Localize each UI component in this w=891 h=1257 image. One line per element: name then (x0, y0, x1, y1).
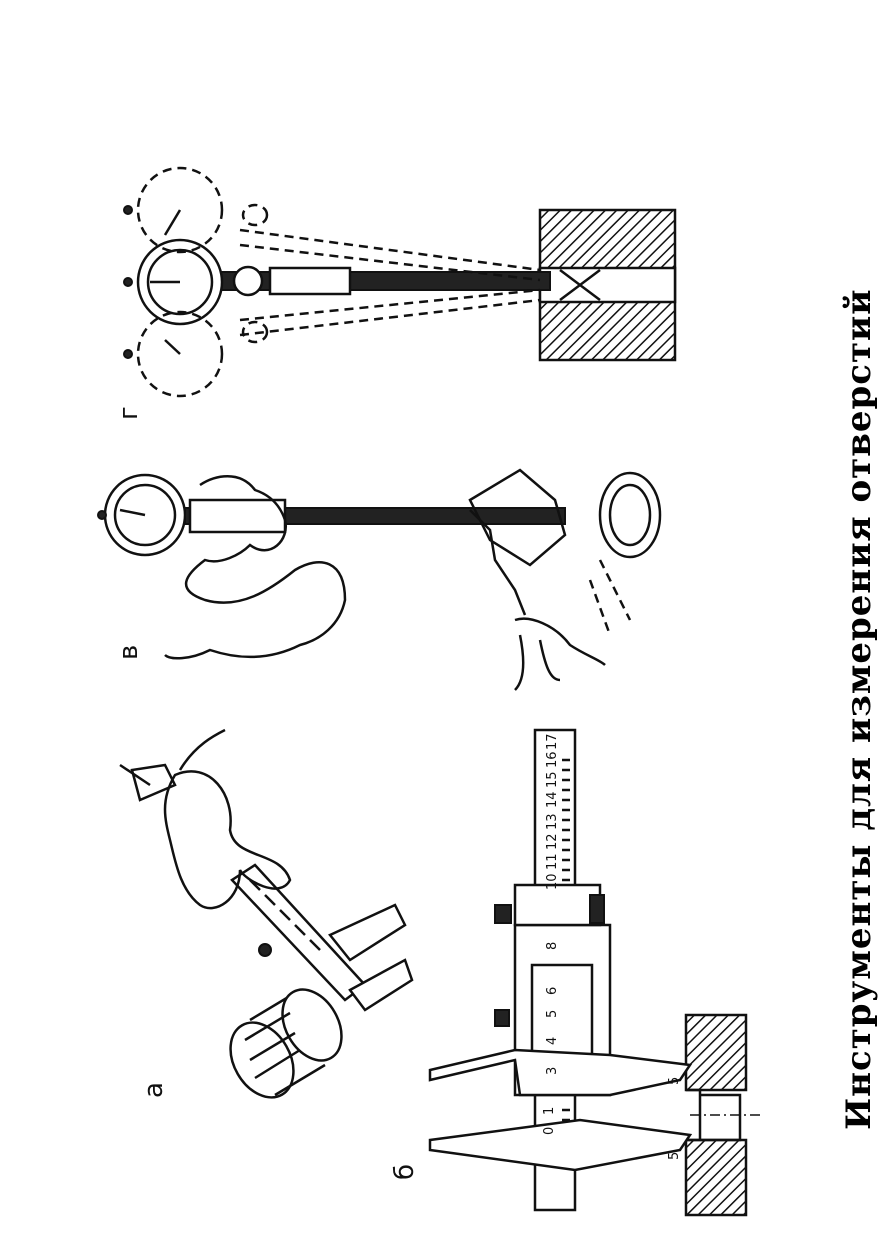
scale-number: 8 (545, 942, 560, 950)
jaw-mark: 5 (667, 1077, 682, 1085)
scale-number: 16 (545, 751, 560, 768)
figure-v-bore-gauge-in-hands (97, 468, 662, 691)
scale-number: 5 (545, 1010, 560, 1018)
scale-number: 15 (545, 771, 560, 788)
scale-number: 10 (545, 873, 560, 890)
caliper-scale: 0 1 3 4 5 6 8 10 11 12 13 14 15 16 17 (542, 733, 570, 1135)
scale-number: 6 (545, 987, 560, 995)
label-a: а (139, 1082, 169, 1098)
scale-number: 4 (545, 1037, 560, 1045)
figure-g-bore-gauge-diagram (123, 166, 677, 398)
scale-number: 17 (545, 733, 560, 750)
scale-number: 13 (545, 813, 560, 830)
figure-a-caliper-in-hand (119, 728, 414, 1099)
figure-b-vernier-caliper: 0 1 3 4 5 6 8 10 11 12 13 14 15 16 17 5 … (428, 728, 760, 1217)
dial-position-lower (136, 310, 224, 398)
page-title: Инструменты для измерения отверстий (839, 289, 879, 1130)
label-b: б (390, 1164, 420, 1180)
scale-number: 14 (545, 791, 560, 808)
dial-position-upper (136, 166, 224, 254)
scale-number: 1 (542, 1107, 557, 1115)
label-g: г (114, 406, 144, 420)
label-v: в (114, 645, 144, 660)
scale-number: 11 (545, 853, 560, 870)
jaw-mark: 5 (667, 1152, 682, 1160)
part-section-bottom (684, 1138, 748, 1217)
part-section-top (684, 1013, 748, 1092)
scale-number: 3 (545, 1067, 560, 1075)
scale-number: 12 (545, 833, 560, 850)
scale-number: 0 (542, 1127, 557, 1135)
